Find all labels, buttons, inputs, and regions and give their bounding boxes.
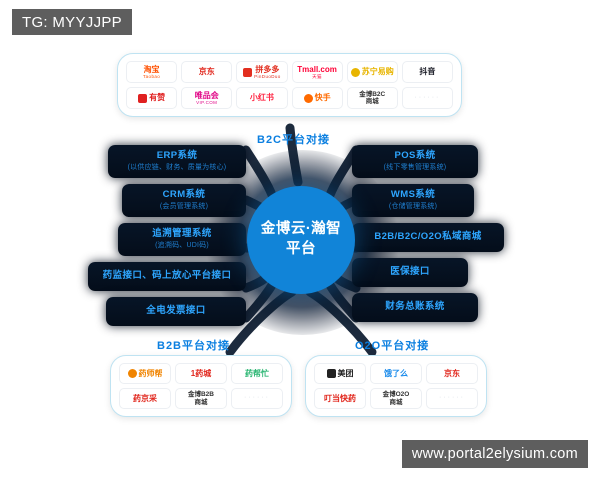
platform-hub[interactable]: 金博云·瀚智 平台 (247, 186, 355, 294)
module-capsule[interactable]: 财务总账系统 (352, 292, 478, 322)
logo-subtext: 天猫 (312, 74, 322, 79)
platform-logo-chip[interactable]: 药师帮 (119, 363, 171, 384)
logo-name: 快手 (314, 93, 331, 103)
logo-name: 淘宝 (143, 64, 160, 74)
module-capsule[interactable]: CRM系统 (会员管理系统) (122, 183, 246, 217)
platform-logo-chip[interactable]: 小红书 (236, 87, 288, 109)
platform-logo-chip[interactable]: 叮当快药 (314, 388, 366, 409)
logo-name: 唯品会 (194, 90, 219, 100)
logo-subtext: Taobao (142, 74, 161, 79)
module-subtitle: (以供应链、财务、质量为核心) (127, 163, 227, 171)
watermark-top: TG: MYYJJPP (12, 9, 132, 35)
module-title: 财务总账系统 (385, 300, 445, 312)
watermark-bottom: www.portal2elysium.com (401, 440, 588, 468)
module-subtitle: (会员管理系统) (159, 202, 209, 210)
logo-mark-icon (350, 67, 360, 77)
platform-logo-chip[interactable]: 1药城 (175, 363, 227, 384)
hub-line-2: 平台 (286, 241, 316, 257)
logo-mark-icon (303, 93, 313, 103)
module-title: 全电发票接口 (146, 304, 206, 316)
platform-logo-chip[interactable]: 京东 (426, 363, 478, 384)
module-title: 追溯管理系统 (152, 227, 212, 239)
module-capsule[interactable]: 追溯管理系统 (追溯码、UDI码) (118, 222, 246, 256)
platform-logo-chip[interactable]: 药京采 (119, 388, 171, 409)
logo-name: 药京采 (133, 393, 157, 403)
module-title: POS系统 (394, 150, 436, 161)
logo-subtext: PinDuoDuo (254, 74, 281, 79)
hub-line-1: 金博云·瀚智 (260, 221, 342, 238)
logo-name: Tmall.com (297, 64, 337, 74)
logo-mark-icon (326, 369, 336, 378)
platform-logo-chip[interactable]: ······ (231, 388, 283, 409)
module-subtitle: (线下零售管理系统) (383, 163, 447, 171)
module-capsule[interactable]: ERP系统 (以供应链、财务、质量为核心) (108, 145, 246, 178)
logo-name: 金博B2C (359, 90, 386, 98)
platform-logo-chip[interactable]: 药帮忙 (231, 363, 283, 384)
logo-name: 小红书 (249, 93, 274, 103)
module-capsule[interactable]: B2B/B2C/O2O私域商城 (352, 222, 504, 252)
platform-logo-chip[interactable]: 饿了么 (370, 363, 422, 384)
module-title: WMS系统 (390, 188, 436, 200)
logo-subtext: 商城 (389, 398, 403, 406)
logo-name: 京东 (198, 67, 215, 77)
logo-name: 金博O2O (382, 391, 410, 399)
module-subtitle: (追溯码、UDI码) (155, 241, 209, 249)
logo-mark-icon (138, 93, 148, 103)
module-capsule[interactable]: 全电发票接口 (106, 296, 246, 326)
module-capsule[interactable]: POS系统 (线下零售管理系统) (352, 145, 478, 178)
logo-name: 拼多多 (255, 64, 280, 74)
logo-name: 1药城 (190, 368, 212, 378)
logo-name: 美团 (337, 368, 354, 378)
label-b2b: B2B平台对接 (157, 340, 231, 352)
platform-logo-chip[interactable]: ······ (401, 87, 453, 109)
module-capsule[interactable]: WMS系统 (仓储管理系统) (352, 183, 474, 217)
logo-name: 叮当快药 (324, 393, 356, 403)
logo-mark-icon (127, 369, 137, 378)
logo-name: 金博B2B (187, 391, 214, 399)
module-title: CRM系统 (162, 188, 206, 200)
logo-name: 饿了么 (384, 368, 408, 378)
platform-logo-chip[interactable]: 苏宁易购 (346, 61, 398, 83)
module-title: 医保接口 (390, 265, 430, 277)
logo-name: 药师帮 (138, 368, 163, 378)
logo-subtext: VIP.COM (196, 100, 218, 105)
platform-logo-chip[interactable]: 京东 (181, 61, 233, 83)
logo-name: 药帮忙 (245, 368, 269, 378)
module-title: 药监接口、码上放心平台接口 (102, 269, 232, 281)
right-module-column: POS系统 (线下零售管理系统) WMS系统 (仓储管理系统) B2B/B2C/O2O私… (352, 145, 544, 328)
platform-logo-chip[interactable]: 有赞 (126, 87, 178, 109)
platform-logo-chip[interactable]: ······ (426, 388, 478, 409)
module-subtitle: (仓储管理系统) (388, 202, 438, 210)
label-o2o: O2O平台对接 (355, 340, 430, 352)
logo-subtext: 商城 (365, 98, 379, 105)
logo-name: 苏宁易购 (361, 67, 394, 77)
logo-name: 有赞 (149, 93, 166, 103)
platform-logo-chip[interactable]: 快手 (291, 87, 343, 109)
platform-logo-chip[interactable]: 抖音 (401, 61, 453, 83)
logo-subtext: 商城 (194, 398, 208, 406)
label-b2c: B2C平台对接 (257, 134, 331, 146)
logo-name: 抖音 (419, 67, 436, 77)
left-module-column: ERP系统 (以供应链、财务、质量为核心) CRM系统 (会员管理系统) 追溯管理系统 (… (56, 145, 246, 332)
logo-name: 京东 (444, 368, 460, 378)
logo-mark-icon (243, 67, 253, 77)
module-capsule[interactable]: 药监接口、码上放心平台接口 (88, 261, 246, 291)
module-title: ERP系统 (156, 150, 198, 161)
module-capsule[interactable]: 医保接口 (352, 257, 468, 287)
platform-logo-chip[interactable]: 美团 (314, 363, 366, 384)
module-title: B2B/B2C/O2O私域商城 (374, 230, 482, 242)
